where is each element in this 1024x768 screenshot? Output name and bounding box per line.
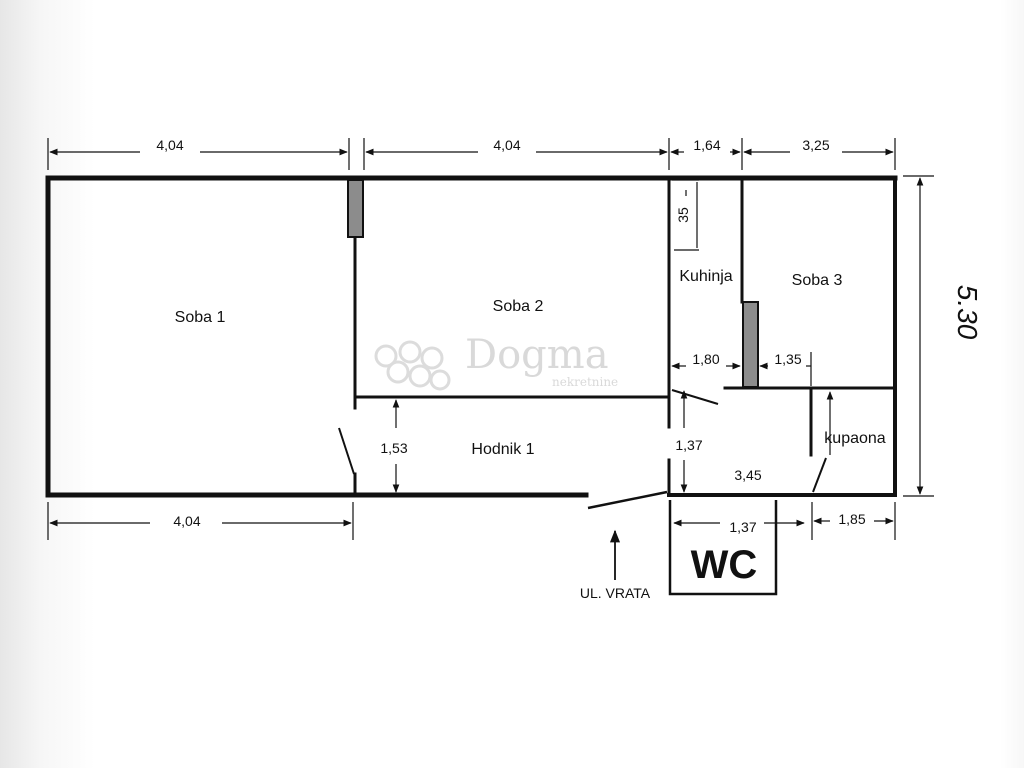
dim-kitchen-width: 1,80	[692, 351, 719, 367]
entrance-label: UL. VRATA	[580, 585, 651, 601]
watermark-brand: Dogma	[465, 332, 609, 378]
bath-width-dimension	[811, 502, 896, 540]
soba3-wall-dimension	[759, 352, 812, 386]
room-soba2-label: Soba 2	[493, 298, 544, 315]
dim-top-1: 4,04	[156, 137, 183, 153]
dim-hall-height: 1,53	[380, 440, 407, 456]
dim-wc-width: 1,37	[729, 519, 756, 535]
watermark-tagline: nekretnine	[552, 375, 618, 389]
wc-box	[668, 500, 805, 596]
dim-top-3: 1,64	[693, 137, 720, 153]
room-soba3-label: Soba 3	[792, 272, 843, 289]
height-dimension	[903, 175, 934, 497]
dim-bottom-left: 4,04	[173, 513, 200, 529]
dim-passage-height: 1,37	[675, 437, 702, 453]
room-kupaona-label: kupaona	[824, 430, 885, 447]
dim-passage-width: 3,45	[734, 467, 761, 483]
room-hodnik-label: Hodnik 1	[471, 441, 534, 458]
watermark-flower-icon	[374, 340, 451, 391]
column-right	[742, 301, 759, 388]
dim-bath-width: 1,85	[838, 511, 865, 527]
dim-soba3-wall: 1,35	[774, 351, 801, 367]
dim-top-4: 3,25	[802, 137, 829, 153]
kitchen-niche-dimension	[672, 179, 699, 251]
dim-kitchen-niche: 35	[675, 207, 691, 223]
watermark: Dogma nekretnine	[374, 332, 618, 391]
doors	[338, 389, 827, 510]
door-soba1	[338, 427, 355, 475]
room-soba1-label: Soba 1	[175, 309, 226, 326]
dim-top-2: 4,04	[493, 137, 520, 153]
dim-height-total: 5.30	[952, 285, 983, 340]
room-kuhinja-label: Kuhinja	[679, 268, 732, 285]
door-kuhinja	[671, 389, 719, 405]
room-wc-label: WC	[691, 543, 758, 587]
column-left	[347, 179, 364, 238]
door-entrance	[587, 490, 668, 510]
door-kupaona	[812, 457, 827, 493]
bottom-left-dimension	[47, 502, 354, 540]
top-dimension-chain	[47, 138, 896, 170]
